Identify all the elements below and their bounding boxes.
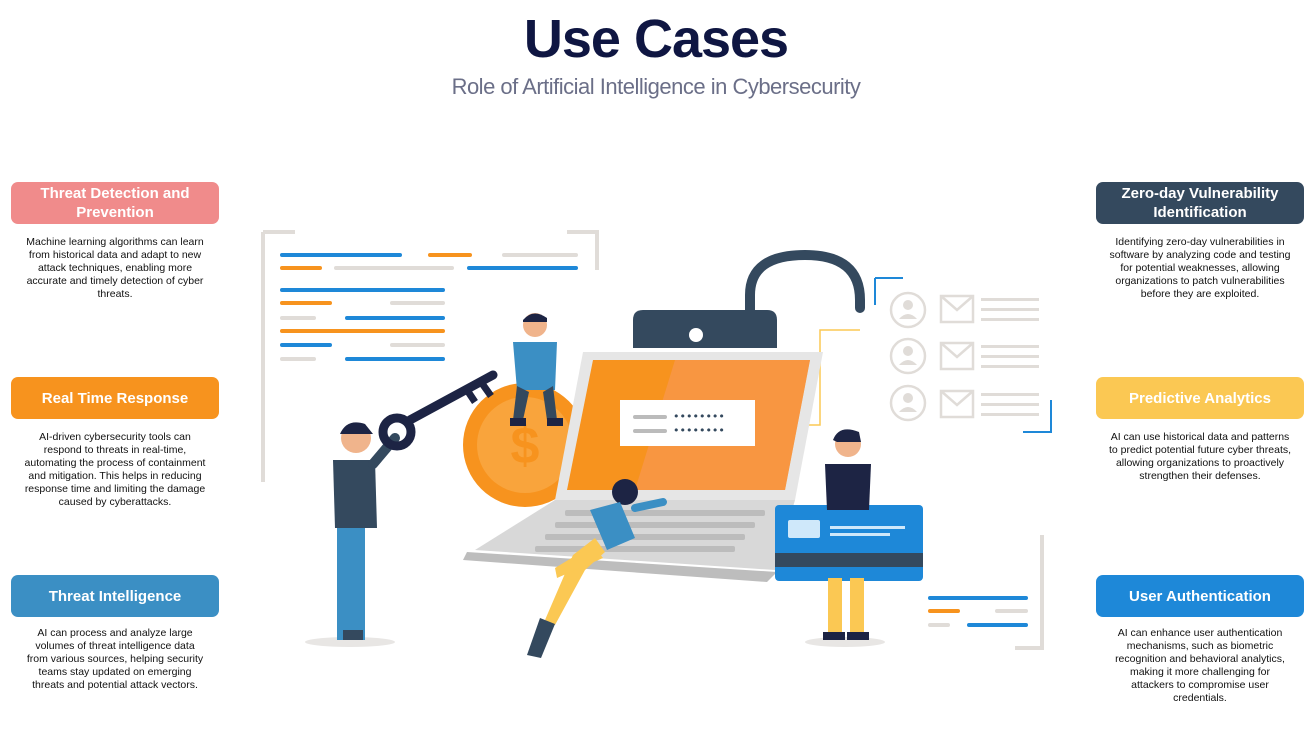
card-threat-intelligence-description: AI can process and analyze large volumes… <box>26 627 204 691</box>
page-subtitle: Role of Artificial Intelligence in Cyber… <box>451 74 861 99</box>
key-icon <box>378 370 498 451</box>
card-threat-intelligence-title: Threat Intelligence <box>11 575 219 617</box>
card-predictive-analytics-title: Predictive Analytics <box>1096 377 1304 419</box>
page-title: Use Cases <box>523 9 789 69</box>
person-with-key <box>305 370 498 647</box>
envelope-icon <box>939 294 975 324</box>
envelope-icon <box>939 389 975 419</box>
card-threat-detection-description: Machine learning algorithms can learn fr… <box>26 236 204 300</box>
envelope-icon <box>939 341 975 371</box>
user-list-panel <box>795 277 1052 433</box>
cybersecurity-illustration: $ •••••••• •••••••• <box>261 230 1052 658</box>
padlock-icon <box>633 249 865 348</box>
user-icon <box>889 384 927 422</box>
person-lying <box>527 479 667 658</box>
credit-card-icon <box>775 505 923 581</box>
user-icon <box>889 337 927 375</box>
laptop-icon: •••••••• •••••••• <box>463 352 823 582</box>
card-real-time-response-title: Real Time Response <box>11 377 219 419</box>
user-icon <box>889 291 927 329</box>
small-code-panel <box>928 535 1044 650</box>
svg-text:••••••••: •••••••• <box>673 410 725 423</box>
card-predictive-analytics-description: AI can use historical data and patterns … <box>1108 431 1292 482</box>
card-zero-day-description: Identifying zero-day vulnerabilities in … <box>1109 236 1291 300</box>
card-user-authentication-description: AI can enhance user authentication mecha… <box>1115 627 1285 704</box>
card-threat-detection-title: Threat Detection and Prevention <box>11 182 219 224</box>
card-user-authentication-title: User Authentication <box>1096 575 1304 617</box>
card-zero-day-title: Zero-day Vulnerability Identification <box>1096 182 1304 224</box>
code-panel <box>261 230 599 482</box>
person-with-card <box>805 429 885 647</box>
card-real-time-response-description: AI-driven cybersecurity tools can respon… <box>24 431 206 508</box>
person-sitting <box>510 313 563 426</box>
svg-text:••••••••: •••••••• <box>673 424 725 437</box>
svg-text:$: $ <box>511 417 540 475</box>
